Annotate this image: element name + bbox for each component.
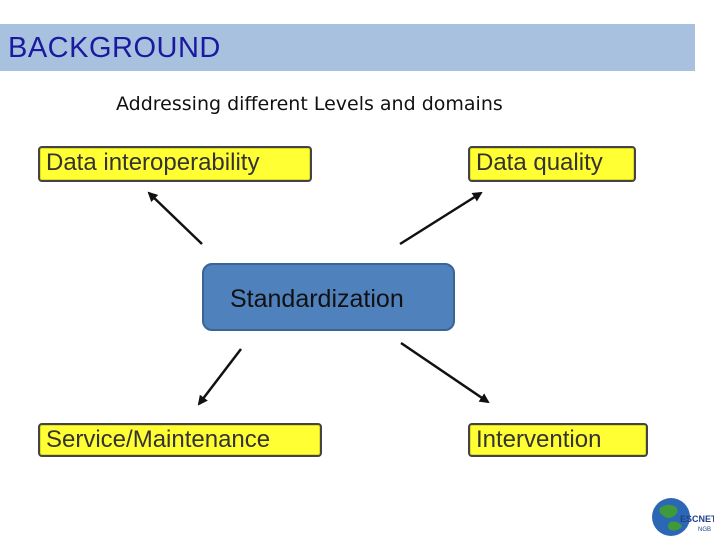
subtitle: Addressing different Levels and domains <box>116 93 503 115</box>
arrow-to-data-quality <box>399 191 483 246</box>
header-bar <box>0 24 695 71</box>
arrow-to-service-maintenance <box>197 348 242 406</box>
page-title: BACKGROUND <box>8 32 221 64</box>
node-label: Intervention <box>476 426 602 453</box>
svg-text:NGB: NGB <box>698 527 711 533</box>
center-node-label: Standardization <box>230 285 404 313</box>
arrow-to-intervention <box>400 341 490 404</box>
node-intervention: Intervention <box>468 423 648 457</box>
node-data-quality: Data quality <box>468 146 636 182</box>
node-label: Data quality <box>476 149 603 176</box>
escnet-logo-icon: ESCNET NGB <box>652 498 714 536</box>
svg-text:ESCNET: ESCNET <box>680 514 714 524</box>
center-node <box>202 263 455 331</box>
node-label: Data interoperability <box>46 149 260 176</box>
node-data-interoperability: Data interoperability <box>38 146 312 182</box>
node-service-maintenance: Service/Maintenance <box>38 423 322 457</box>
node-label: Service/Maintenance <box>46 426 271 453</box>
arrow-to-data-interoperability <box>147 191 203 245</box>
